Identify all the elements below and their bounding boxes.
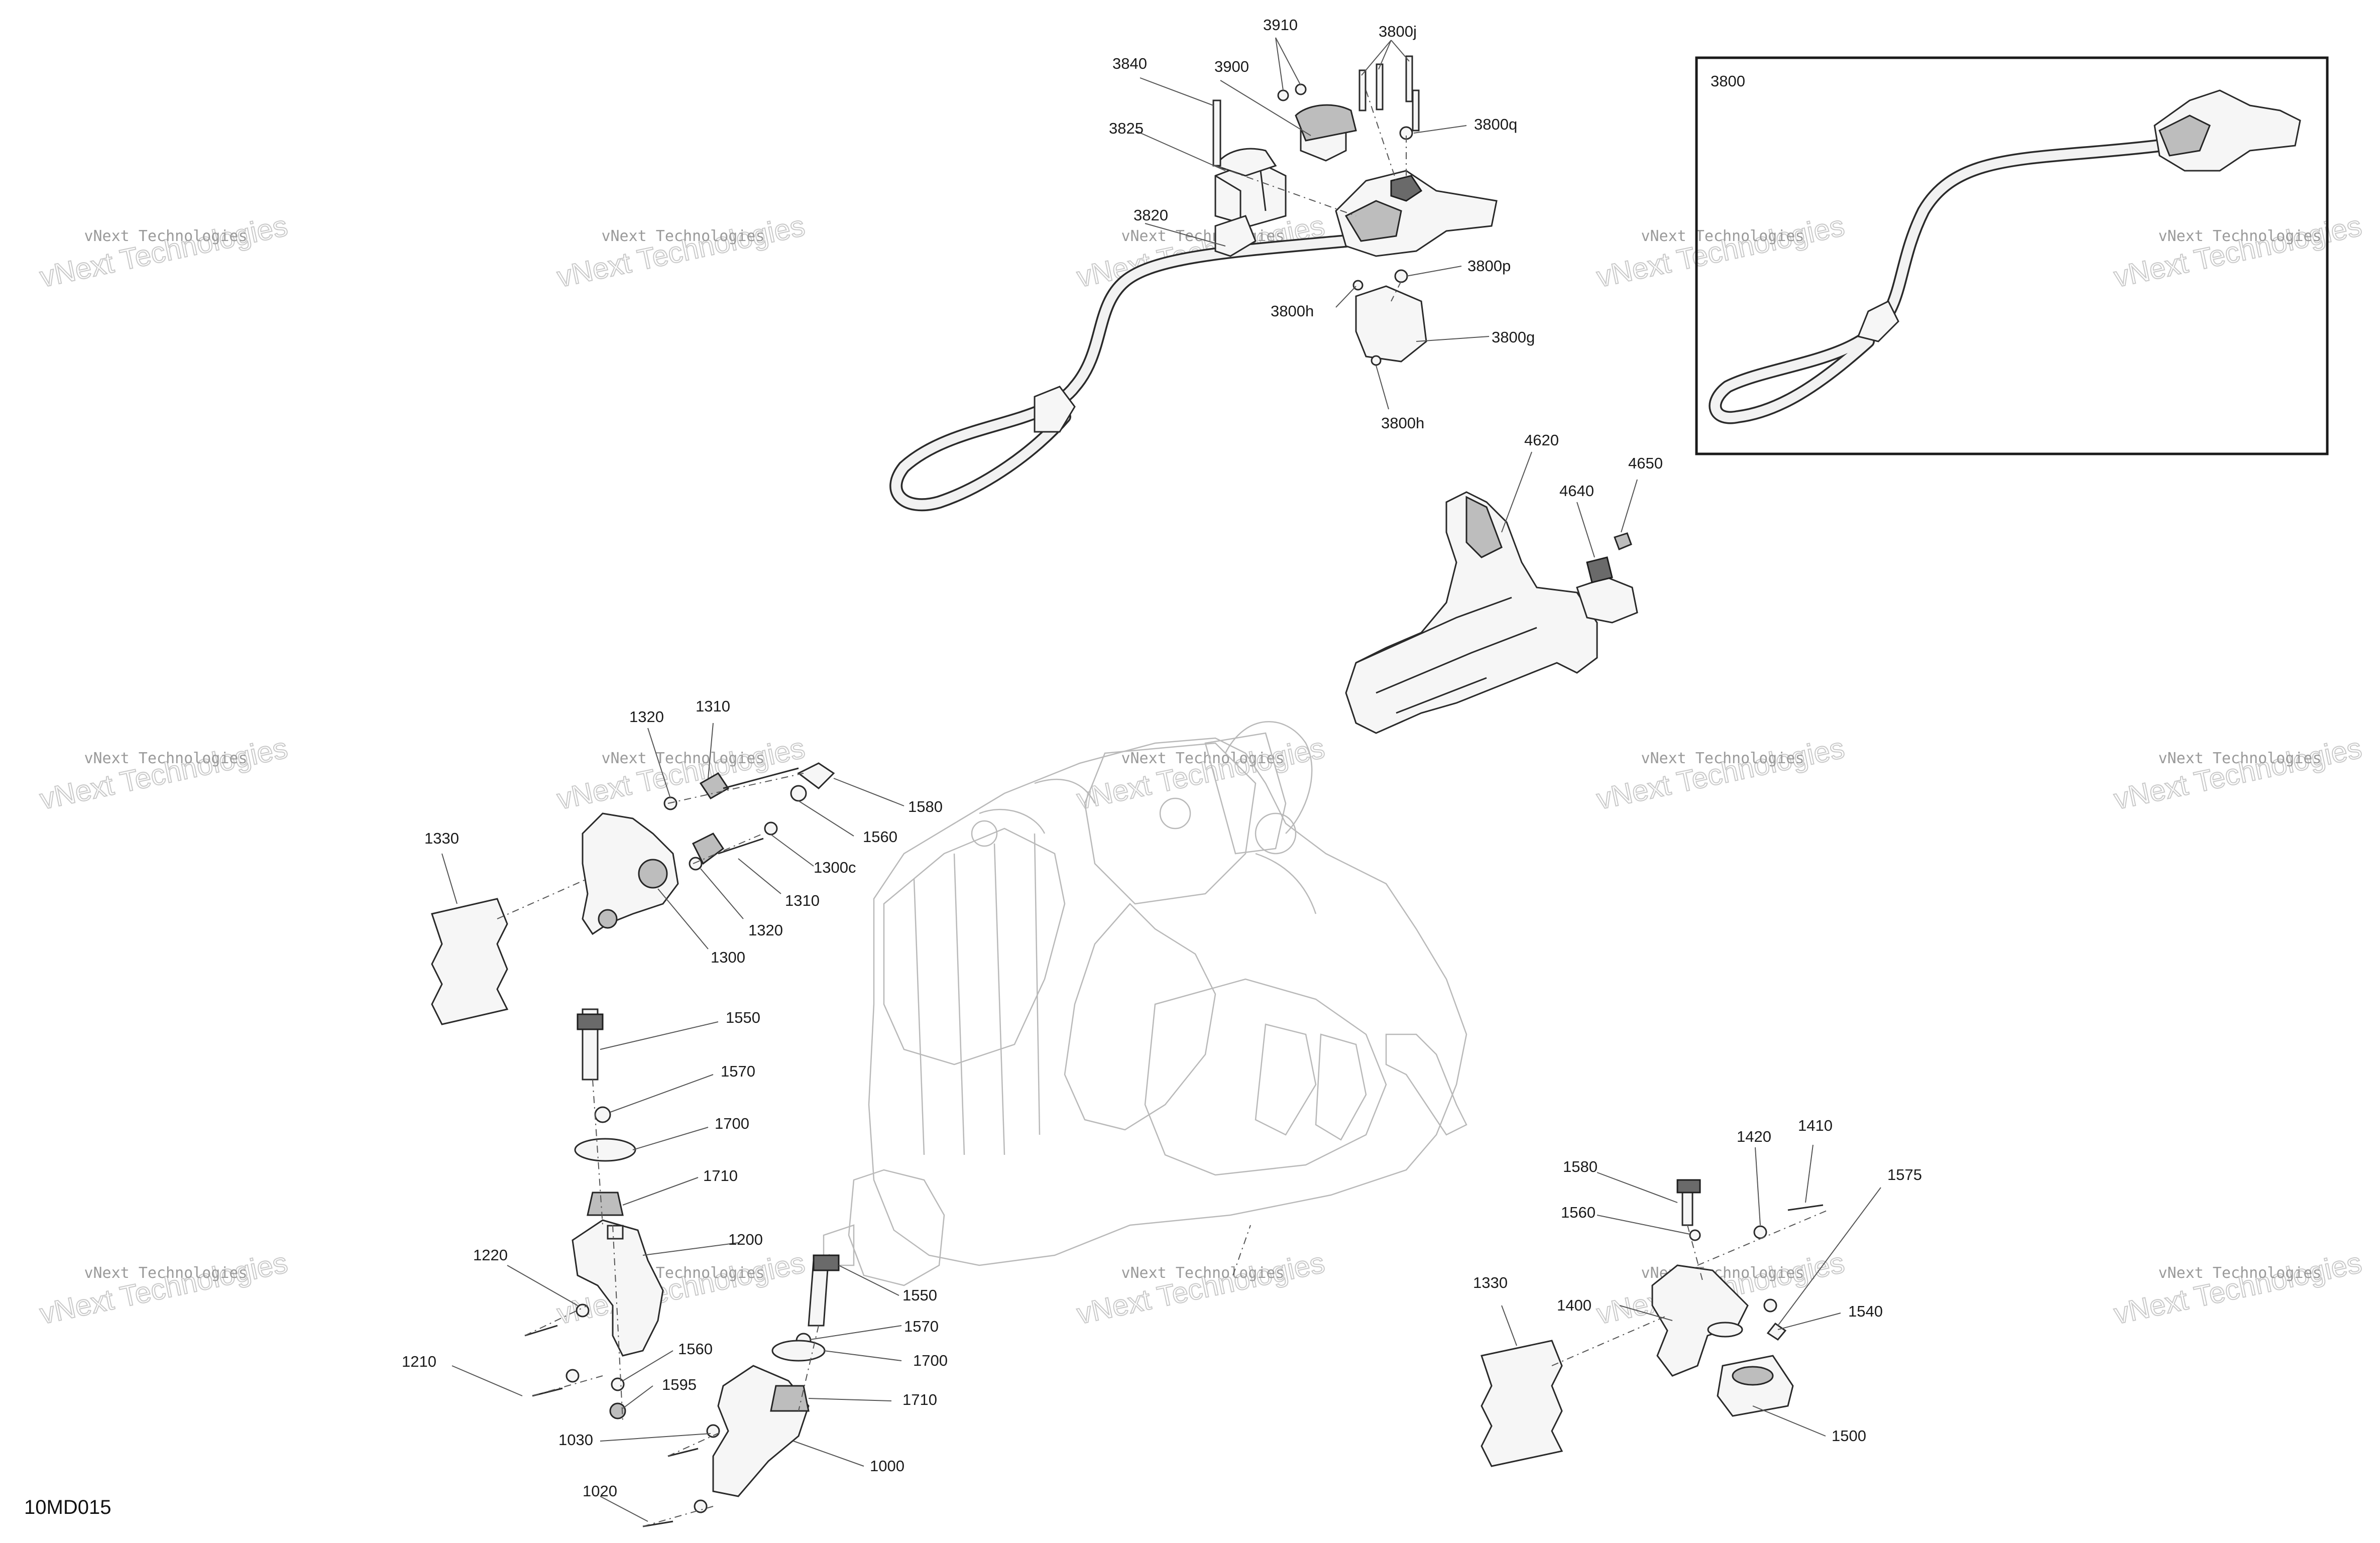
watermark-mono-text: vNext Technologies [2158, 227, 2321, 245]
callout-1700-top: 1700 [715, 1115, 749, 1132]
callout-3840: 3840 [1112, 55, 1147, 72]
callout-1300c: 1300c [814, 859, 856, 876]
callout-1330-left: 1330 [424, 829, 459, 847]
callout-1410: 1410 [1798, 1117, 1833, 1134]
callout-1310-top: 1310 [696, 697, 730, 715]
watermark-outline-text: vNext Technologies [37, 209, 290, 294]
watermark-outline-text: vNext Technologies [1594, 732, 1847, 816]
engine-mount-1200-1000 [524, 1008, 840, 1527]
callout-3900: 3900 [1214, 58, 1249, 75]
bracket-4620 [1345, 491, 1638, 734]
leader-lines [441, 37, 1881, 1522]
callout-1400: 1400 [1557, 1296, 1592, 1314]
callout-1560-mid: 1560 [678, 1340, 713, 1358]
callout-1000: 1000 [870, 1457, 904, 1475]
callout-labels: 3910 3800j 3840 3900 3800q 3825 3820 380… [402, 16, 1922, 1500]
watermark-mono-text: vNext Technologies [84, 227, 247, 245]
watermark-mono-text: vNext Technologies [601, 750, 764, 767]
watermark-outline-text: vNext Technologies [2111, 1246, 2364, 1331]
callout-1320-top: 1320 [629, 708, 664, 726]
callout-3800q: 3800q [1474, 115, 1517, 133]
watermark-outline-text: vNext Technologies [37, 732, 290, 816]
callout-1580-top: 1580 [908, 798, 943, 815]
watermark-mono-text: vNext Technologies [84, 750, 247, 767]
callout-3800g: 3800g [1492, 328, 1535, 346]
explode-axes [497, 90, 1829, 1527]
callout-1550-top: 1550 [726, 1009, 760, 1026]
watermark-outline-text: vNext Technologies [1074, 1246, 1327, 1331]
callout-1560-right: 1560 [1561, 1204, 1596, 1221]
callout-1210: 1210 [402, 1353, 436, 1370]
callout-3820: 3820 [1134, 206, 1168, 224]
watermark-outline-text: vNext Technologies [2111, 732, 2364, 816]
callout-1320-bottom: 1320 [748, 921, 783, 939]
callout-1710-top: 1710 [703, 1167, 738, 1184]
inset-shifter-assembly [1709, 89, 2301, 424]
callout-1700-bottom: 1700 [913, 1352, 948, 1369]
callout-1310-bottom: 1310 [785, 892, 820, 909]
watermark-outline-text: vNext Technologies [37, 1246, 290, 1331]
engine-mount-1300 [431, 762, 835, 1025]
callout-1220: 1220 [473, 1246, 508, 1264]
watermark-mono-text: vNext Technologies [2158, 1264, 2321, 1282]
callout-3800h-top: 3800h [1271, 302, 1314, 320]
shifter-assembly [889, 55, 1498, 512]
callout-1595: 1595 [662, 1376, 697, 1393]
watermark-mono-text: vNext Technologies [1121, 227, 1284, 245]
callout-3800h-bottom: 3800h [1381, 414, 1424, 432]
callout-1575: 1575 [1887, 1166, 1922, 1183]
callout-4650: 4650 [1628, 454, 1663, 472]
callout-1500: 1500 [1832, 1427, 1866, 1445]
inset-label: 3800 [1711, 72, 1745, 90]
callout-1550-bottom: 1550 [902, 1286, 937, 1304]
inset-frame [1695, 56, 2329, 455]
callout-4640: 4640 [1559, 482, 1594, 500]
watermark-outline-text: vNext Technologies [1594, 209, 1847, 294]
watermark-outline-text: vNext Technologies [554, 209, 808, 294]
watermark-mono-text: vNext Technologies [1641, 227, 1804, 245]
watermark-mono-text: vNext Technologies [601, 227, 764, 245]
watermark-outline-text: vNext Technologies [554, 732, 808, 816]
callout-3910: 3910 [1263, 16, 1298, 34]
callout-1020: 1020 [583, 1482, 617, 1500]
callout-1420: 1420 [1737, 1128, 1771, 1145]
callout-1030: 1030 [558, 1431, 593, 1449]
callout-1200: 1200 [728, 1231, 763, 1248]
callout-4620: 4620 [1524, 431, 1559, 449]
callout-1330-right: 1330 [1473, 1274, 1508, 1291]
callout-1540: 1540 [1848, 1302, 1883, 1320]
watermark-mono-text: vNext Technologies [2158, 750, 2321, 767]
callout-3825: 3825 [1109, 120, 1144, 137]
callout-1560-top: 1560 [863, 828, 897, 846]
watermark-mono-text: vNext Technologies [1121, 750, 1284, 767]
engine-mount-1400-1500 [1481, 1179, 1824, 1467]
callout-1570-bottom: 1570 [904, 1318, 939, 1335]
callout-1300: 1300 [711, 948, 745, 966]
callout-1710-bottom: 1710 [902, 1391, 937, 1408]
callout-1570-top: 1570 [721, 1062, 755, 1080]
watermark-mono-text: vNext Technologies [1121, 1264, 1284, 1282]
watermark-mono-text: vNext Technologies [1641, 750, 1804, 767]
callout-3800j: 3800j [1379, 23, 1417, 40]
callout-1580-right: 1580 [1563, 1158, 1598, 1175]
watermark-mono-text: vNext Technologies [84, 1264, 247, 1282]
callout-3800p: 3800p [1467, 257, 1511, 275]
diagram-id: 10MD015 [24, 1496, 111, 1518]
